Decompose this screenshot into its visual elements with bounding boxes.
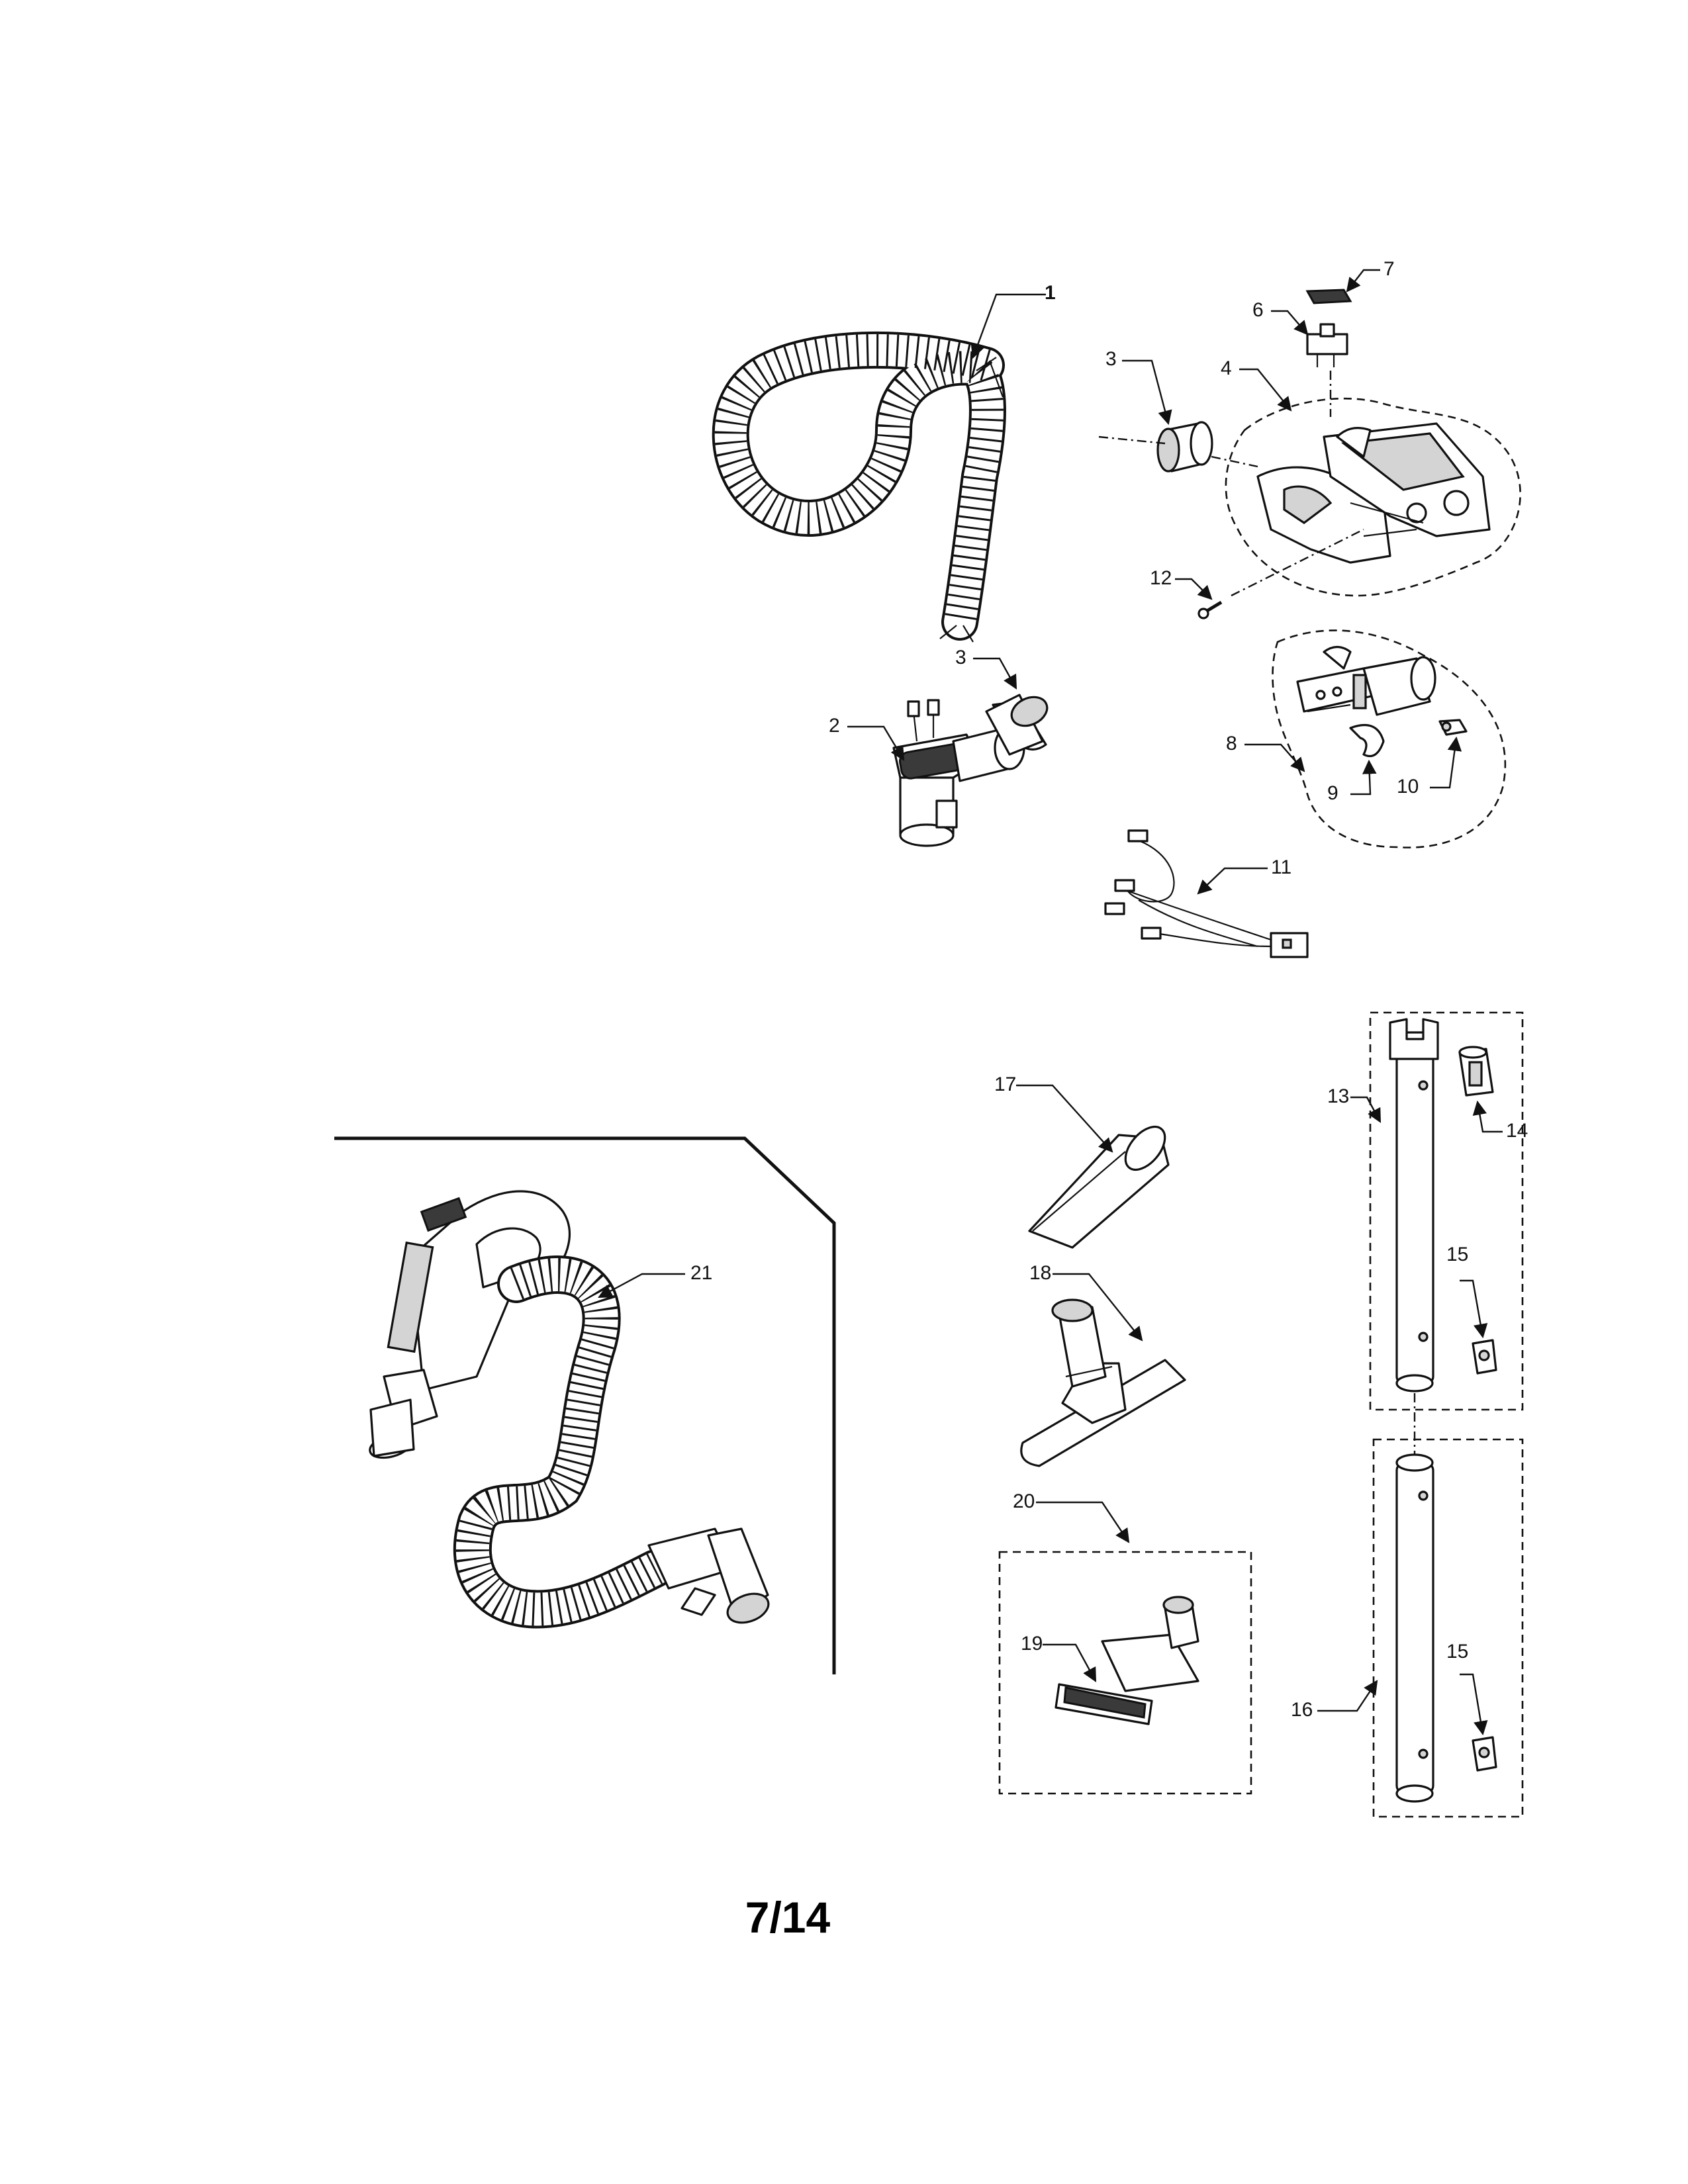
- latch-clip-icon: [1349, 723, 1385, 758]
- hose-assembly-icon: [712, 331, 1006, 643]
- upper-wand-icon: [1389, 1018, 1439, 1392]
- callout-15-lower: 15: [1446, 1641, 1468, 1662]
- upper-wand-outline: [1369, 1011, 1524, 1411]
- hose-and-handle-assembly-icon: [369, 1190, 770, 1629]
- lower-wand-outline: [1372, 1438, 1524, 1818]
- handle-group-outline: [1225, 397, 1521, 597]
- callout-17: 17: [994, 1073, 1016, 1095]
- floor-brush-tool-icon: [1020, 1298, 1186, 1467]
- dusting-brush-icon: [1055, 1683, 1153, 1725]
- wand-sleeve-icon: [1458, 1046, 1494, 1097]
- callout-2: 2: [829, 715, 840, 737]
- callout-12: 12: [1150, 567, 1172, 589]
- callout-10: 10: [1397, 776, 1419, 797]
- callout-19: 19: [1021, 1633, 1043, 1655]
- callout-14: 14: [1506, 1120, 1528, 1142]
- lower-wand-icon: [1395, 1453, 1434, 1803]
- switch-cap-icon: [1305, 289, 1352, 304]
- handle-housing-icon: [1256, 422, 1491, 564]
- callout-3-lower: 3: [955, 647, 966, 668]
- upholstery-tool-icon: [1101, 1596, 1199, 1692]
- callout-20: 20: [1013, 1490, 1035, 1512]
- hose-cuff-icon: [985, 694, 1049, 756]
- accessory-kit-outline: [998, 1551, 1252, 1795]
- page-number: 7/14: [745, 1893, 831, 1942]
- swivel-connector-icon: [892, 699, 1025, 847]
- callout-6: 6: [1252, 299, 1264, 321]
- callout-16: 16: [1291, 1699, 1313, 1721]
- latch-spring-icon: [1438, 719, 1468, 736]
- wand-adapter-assembly-icon: [1296, 645, 1436, 716]
- callout-4: 4: [1221, 357, 1232, 379]
- callout-8: 8: [1226, 733, 1237, 754]
- callout-11: 11: [1271, 856, 1291, 878]
- callout-7: 7: [1383, 258, 1395, 280]
- screw-icon: [1197, 600, 1223, 619]
- assembly-frame: [334, 1136, 836, 1674]
- callout-1: 1: [1045, 282, 1056, 304]
- callout-3-upper: 3: [1105, 348, 1117, 370]
- callout-13: 13: [1327, 1085, 1349, 1107]
- hose-cuff-upper-icon: [1156, 421, 1213, 473]
- callout-9: 9: [1327, 782, 1338, 804]
- wire-harness-icon: [1104, 829, 1309, 958]
- callout-18: 18: [1029, 1262, 1051, 1284]
- wand-latch-lower-icon: [1472, 1736, 1497, 1772]
- callout-15-upper: 15: [1446, 1244, 1468, 1265]
- callout-21: 21: [690, 1262, 712, 1284]
- wand-latch-upper-icon: [1472, 1339, 1497, 1375]
- switch-icon: [1306, 323, 1348, 367]
